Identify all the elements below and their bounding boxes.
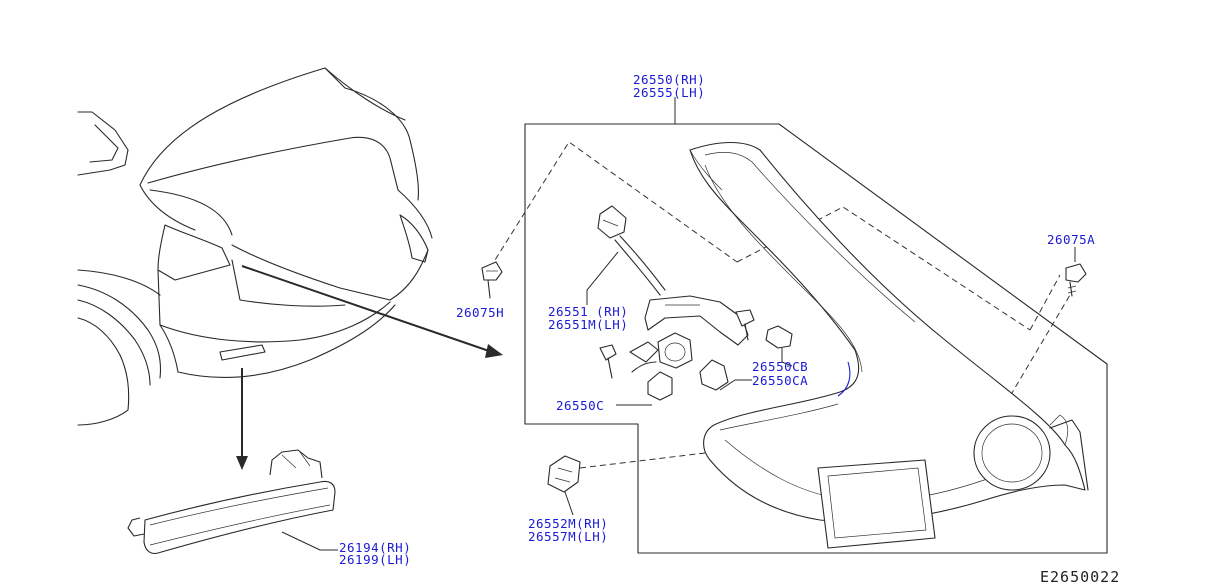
indicator-arrows <box>236 265 503 470</box>
label-socket-lh: 26557M(LH) <box>528 529 608 544</box>
label-harness-lh: 26551M(LH) <box>548 317 628 332</box>
label-bulb-cb: 26550CB <box>752 359 808 374</box>
label-harness-rh: 26551 (RH) <box>548 304 628 319</box>
label-socket-rh: 26552M(RH) <box>528 516 608 531</box>
rear-reflector-part <box>127 449 338 554</box>
label-bulb-ca: 26550CA <box>752 373 808 388</box>
label-clip-h: 26075H <box>456 305 504 320</box>
label-tail-lamp-lh: 26555(LH) <box>633 85 705 100</box>
diagram-code: E2650022 <box>1040 568 1120 586</box>
label-screw-a: 26075A <box>1047 232 1095 247</box>
label-tail-lamp-rh: 26550(RH) <box>633 72 705 87</box>
label-reflector-rh: 26194(RH) <box>339 540 411 555</box>
screws-and-bulbs <box>481 247 1087 516</box>
vehicle-rear-illustration <box>77 67 433 426</box>
wiring-harness-part <box>586 205 749 373</box>
label-bulb-c: 26550C <box>556 398 604 413</box>
tail-lamp-assembly <box>489 97 1108 554</box>
label-reflector-lh: 26199(LH) <box>339 552 411 567</box>
